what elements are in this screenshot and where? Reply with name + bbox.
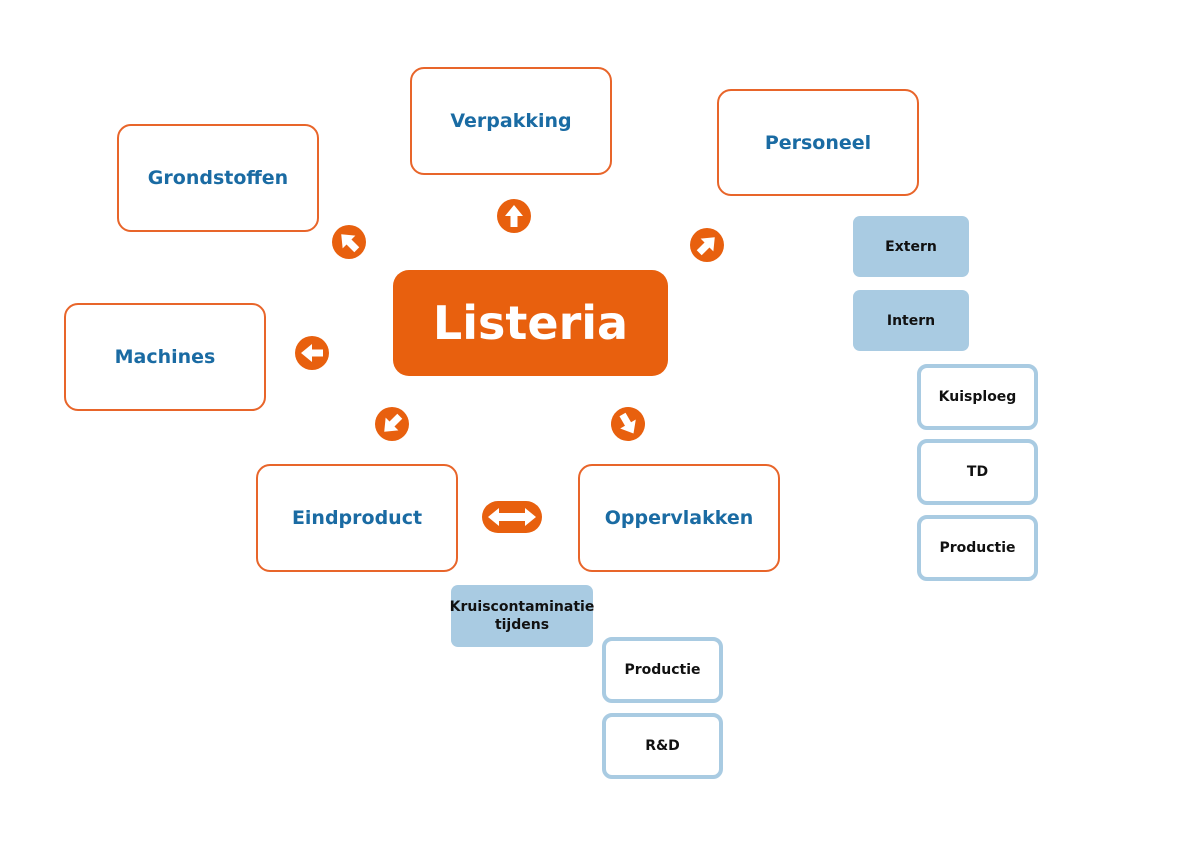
- node-personeel-label: Personeel: [764, 131, 872, 154]
- node-listeria: Listeria: [393, 270, 668, 376]
- arrow-up-right-icon: [682, 220, 732, 270]
- node-personeel: Personeel: [717, 89, 919, 196]
- node-td-label: TD: [966, 464, 989, 480]
- node-kruiscontaminatie: Kruiscontaminatie tijdens: [449, 585, 595, 647]
- arrow-down-right-icon: [604, 400, 652, 448]
- node-td: TD: [917, 439, 1038, 505]
- node-eindproduct: Eindproduct: [256, 464, 458, 572]
- node-listeria-label: Listeria: [432, 296, 629, 350]
- node-eindproduct-label: Eindproduct: [291, 507, 423, 529]
- arrow-down-left-icon: [367, 399, 417, 449]
- node-kruiscontaminatie-line2: tijdens: [494, 617, 550, 633]
- node-intern-label: Intern: [886, 312, 936, 329]
- node-intern: Intern: [853, 290, 969, 351]
- arrow-up-icon: [497, 199, 531, 233]
- node-grondstoffen-label: Grondstoffen: [147, 167, 289, 189]
- node-productie-personeel-label: Productie: [939, 540, 1016, 556]
- double-arrow-horizontal-icon: [482, 501, 542, 533]
- node-oppervlakken-label: Oppervlakken: [604, 507, 754, 529]
- node-kruiscontaminatie-line1: Kruiscontaminatie: [449, 599, 595, 615]
- node-productie-kruis: Productie: [602, 637, 723, 703]
- node-productie-personeel: Productie: [917, 515, 1038, 581]
- node-kuisploeg-label: Kuisploeg: [938, 389, 1017, 405]
- arrow-up-left-icon: [324, 217, 374, 267]
- arrow-left-icon: [295, 336, 329, 370]
- node-machines: Machines: [64, 303, 266, 411]
- node-productie-kruis-label: Productie: [624, 662, 701, 678]
- node-verpakking: Verpakking: [410, 67, 612, 175]
- node-verpakking-label: Verpakking: [450, 110, 572, 132]
- node-machines-label: Machines: [114, 346, 216, 368]
- node-rd: R&D: [602, 713, 723, 779]
- node-grondstoffen: Grondstoffen: [117, 124, 319, 232]
- node-extern: Extern: [853, 216, 969, 277]
- node-oppervlakken: Oppervlakken: [578, 464, 780, 572]
- node-kuisploeg: Kuisploeg: [917, 364, 1038, 430]
- node-extern-label: Extern: [885, 238, 937, 255]
- node-rd-label: R&D: [645, 738, 680, 754]
